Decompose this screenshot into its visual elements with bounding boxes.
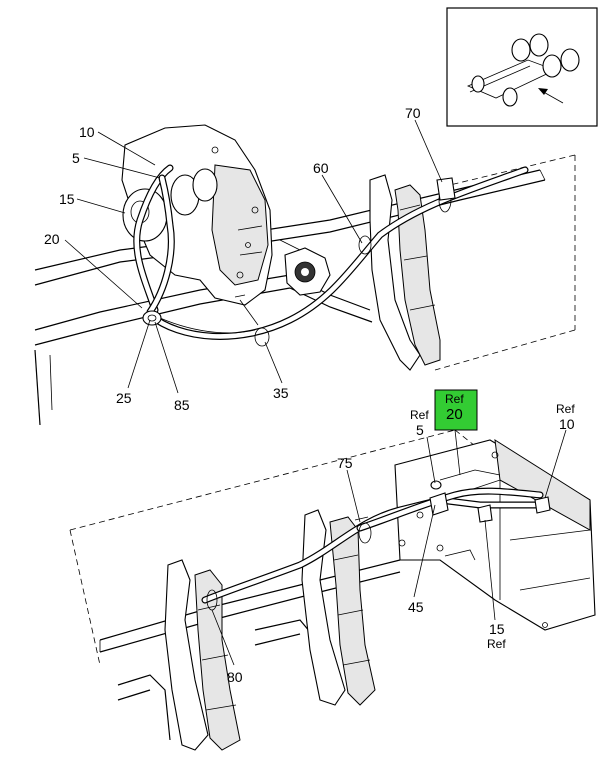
callout-25: 25	[116, 390, 132, 406]
ref-20-word: Ref	[445, 392, 464, 406]
upper-frame-rails	[34, 169, 546, 426]
callout-10-upper: 10	[79, 124, 95, 140]
callout-5-upper: 5	[72, 150, 80, 166]
callout-60: 60	[313, 160, 329, 176]
upper-spring-hanger	[369, 174, 441, 371]
upper-valve	[279, 239, 331, 296]
lower-crossmember	[394, 439, 596, 631]
callout-75: 75	[337, 455, 353, 471]
callout-80: 80	[227, 669, 243, 685]
lower-fittings	[206, 480, 551, 611]
leader-lines	[64, 119, 567, 666]
callout-20-upper: 20	[44, 231, 60, 247]
callout-85: 85	[174, 397, 190, 413]
callout-35: 35	[273, 385, 289, 401]
callout-labels: 10 5 15 20 25 85 35 60 70 75 45 80 Ref 5…	[44, 105, 575, 685]
ref-15-number: 15	[489, 621, 505, 637]
upper-view-outline	[434, 154, 576, 371]
lower-air-lines	[201, 469, 544, 604]
ref-5-word: Ref	[410, 408, 429, 422]
ref-10-number: 10	[559, 416, 575, 432]
lower-spring-hangers	[164, 509, 376, 751]
lower-view-outline	[69, 429, 481, 666]
ref-15-word: Ref	[487, 637, 506, 651]
ref-10-word: Ref	[556, 402, 575, 416]
upper-clamps	[142, 177, 456, 347]
callout-15-upper: 15	[59, 191, 75, 207]
ref-20-number: 20	[446, 406, 463, 423]
callout-70: 70	[405, 105, 421, 121]
callout-45: 45	[408, 599, 424, 615]
locator-inset	[446, 7, 598, 127]
ref-20-highlight	[434, 389, 478, 431]
ref-5-number: 5	[416, 422, 424, 438]
